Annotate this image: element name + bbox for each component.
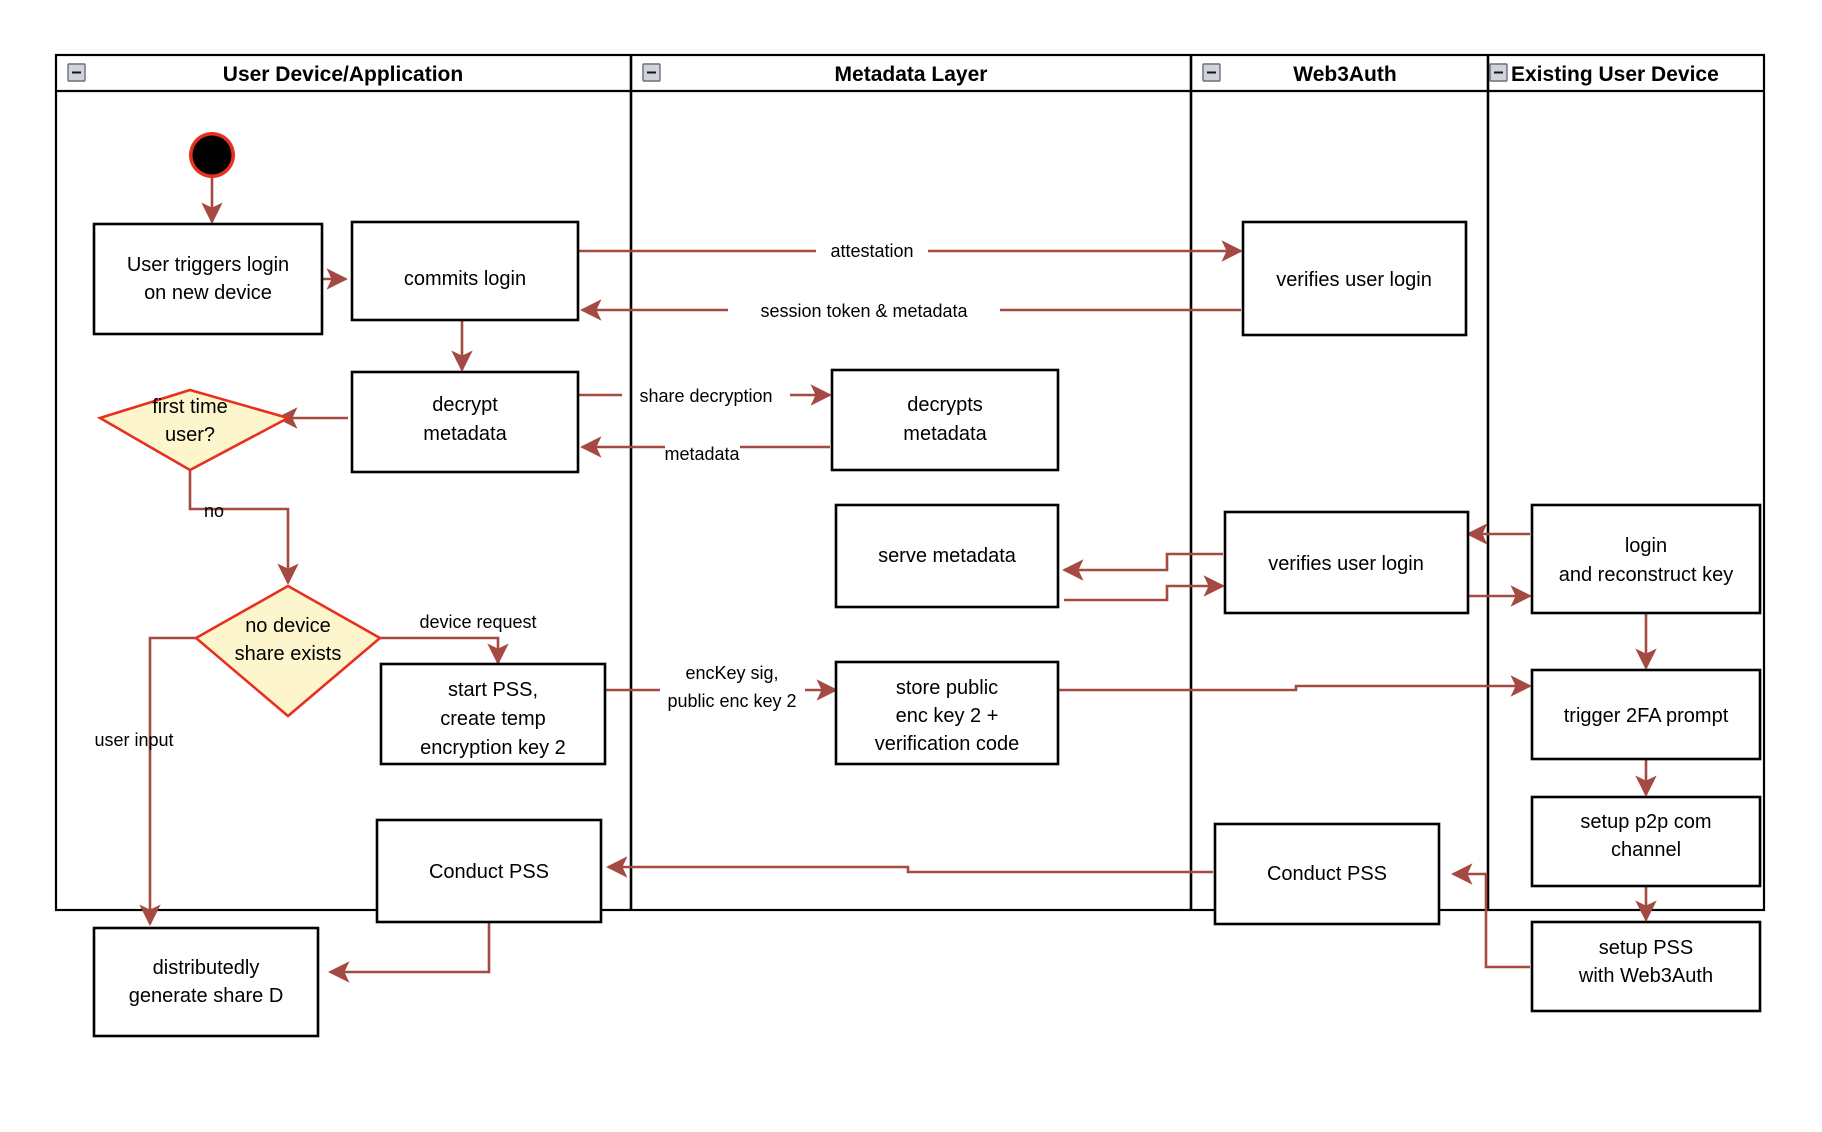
edge-user-input: [139, 636, 196, 926]
swimlane-frames: [54, 53, 1766, 912]
node-setup-p2p-line-2: channel: [1611, 839, 1681, 861]
edge-setup-pss-to-conduct-pss-web3auth: [1451, 863, 1530, 969]
edge-label-attestation: attestation: [830, 241, 913, 261]
node-commits-login-label: commits login: [404, 268, 526, 290]
node-verifies-user-login-1[interactable]: verifies user login: [1241, 220, 1468, 337]
node-decrypt-metadata-line-1: decrypt: [432, 394, 498, 416]
node-login-line-1: login: [1625, 535, 1667, 557]
node-login-and-reconstruct-key[interactable]: login and reconstruct key: [1530, 503, 1762, 615]
node-start-pss-line-1: start PSS,: [448, 679, 538, 701]
edge-conduct-pss-web3auth-to-user: [606, 856, 1213, 878]
node-login-line-2: and reconstruct key: [1559, 564, 1734, 586]
edge-store-key-to-trigger-2fa: [1058, 675, 1532, 697]
edge-label-no: no: [204, 501, 224, 521]
node-conduct-pss-web3auth-label: Conduct PSS: [1267, 863, 1387, 885]
node-verifies-user-login-2[interactable]: verifies user login: [1223, 510, 1470, 615]
lane-header-web3auth[interactable]: Web3Auth: [1202, 63, 1397, 86]
lane-label-metadata-layer: Metadata Layer: [835, 63, 988, 86]
node-setup-pss-line-2: with Web3Auth: [1578, 965, 1713, 987]
node-decrypts-metadata[interactable]: decrypts metadata: [830, 368, 1060, 472]
node-store-public-enc-key-line-1: store public: [896, 677, 998, 699]
lane-label-user-device: User Device/Application: [223, 63, 463, 86]
node-start-pss-create-temp-key[interactable]: start PSS, create temp encryption key 2: [379, 662, 607, 766]
node-user-triggers-login-line-2: on new device: [144, 282, 272, 304]
node-decrypts-metadata-line-2: metadata: [903, 423, 987, 445]
node-start-pss-line-2: create temp: [440, 708, 546, 730]
node-conduct-pss-user[interactable]: Conduct PSS: [375, 818, 603, 924]
node-distributedly-generate-share-d[interactable]: distributedly generate share D: [92, 926, 320, 1038]
collapse-minus-icon-lane-4[interactable]: [1489, 63, 1508, 82]
node-generate-share-d-line-1: distributedly: [153, 957, 260, 979]
node-verifies-user-login-2-label: verifies user login: [1268, 553, 1424, 575]
edge-label-user-input: user input: [94, 730, 173, 750]
node-start[interactable]: [189, 132, 235, 178]
collapse-minus-icon-lane-1[interactable]: [67, 63, 86, 82]
node-conduct-pss-user-label: Conduct PSS: [429, 861, 549, 883]
node-serve-metadata[interactable]: serve metadata: [834, 503, 1060, 609]
node-user-triggers-login-line-1: User triggers login: [127, 254, 289, 276]
collapse-minus-icon-lane-2[interactable]: [642, 63, 661, 82]
edge-labels: attestation session token & metadata sha…: [94, 241, 968, 750]
edge-conduct-pss-to-generate-share-d: [328, 922, 491, 983]
lane-label-web3auth: Web3Auth: [1293, 63, 1396, 86]
node-store-public-enc-key-line-3: verification code: [875, 733, 1020, 755]
lane-header-metadata-layer[interactable]: Metadata Layer: [642, 63, 988, 86]
node-decrypts-metadata-line-1: decrypts: [907, 394, 983, 416]
edge-label-enckey-sig-line-2: public enc key 2: [667, 691, 796, 711]
node-setup-pss-with-web3auth[interactable]: setup PSS with Web3Auth: [1530, 920, 1762, 1013]
edge-label-enckey-sig-line-1: encKey sig,: [685, 663, 778, 683]
edge-label-device-request: device request: [419, 612, 536, 632]
node-decrypt-metadata[interactable]: decrypt metadata: [350, 370, 580, 474]
node-trigger-2fa-prompt-label: trigger 2FA prompt: [1564, 705, 1729, 727]
node-no-device-share-exists[interactable]: no device share exists: [193, 584, 383, 718]
edge-device-request: [380, 636, 509, 665]
node-first-time-user-line-1: first time: [152, 396, 228, 418]
edge-verifies-2-to-serve-metadata: [1062, 552, 1223, 581]
node-trigger-2fa-prompt[interactable]: trigger 2FA prompt: [1530, 668, 1762, 761]
node-setup-p2p-line-1: setup p2p com: [1580, 811, 1711, 833]
node-setup-p2p-com-channel[interactable]: setup p2p com channel: [1530, 795, 1762, 888]
edge-serve-metadata-to-verifies-2: [1064, 575, 1225, 602]
edge-label-metadata: metadata: [664, 444, 740, 464]
node-setup-pss-line-1: setup PSS: [1599, 937, 1694, 959]
flow-connectors: [139, 170, 1657, 983]
lane-label-existing-user-device: Existing User Device: [1511, 63, 1719, 86]
node-first-time-user[interactable]: first time user?: [96, 388, 292, 472]
node-no-device-share-exists-line-2: share exists: [235, 643, 342, 665]
node-commits-login[interactable]: commits login: [350, 220, 580, 322]
node-no-device-share-exists-line-1: no device: [245, 615, 331, 637]
node-first-time-user-line-2: user?: [165, 424, 215, 446]
collapse-minus-icon-lane-3[interactable]: [1202, 63, 1221, 82]
node-conduct-pss-web3auth[interactable]: Conduct PSS: [1213, 822, 1441, 926]
lane-header-user-device[interactable]: User Device/Application: [67, 63, 463, 86]
node-store-public-enc-key[interactable]: store public enc key 2 + verification co…: [834, 660, 1060, 766]
node-decrypt-metadata-line-2: metadata: [423, 423, 507, 445]
lane-header-existing-user-device[interactable]: Existing User Device: [1489, 63, 1719, 86]
edge-first-time-user-no: [188, 470, 299, 585]
node-generate-share-d-line-2: generate share D: [129, 985, 284, 1007]
node-serve-metadata-label: serve metadata: [878, 545, 1017, 567]
edge-label-share-decryption: share decryption: [639, 386, 772, 406]
node-start-pss-line-3: encryption key 2: [420, 737, 566, 759]
lane-frame-outer: [54, 53, 1766, 912]
node-verifies-user-login-1-label: verifies user login: [1276, 269, 1432, 291]
node-user-triggers-login[interactable]: User triggers login on new device: [92, 222, 324, 336]
node-store-public-enc-key-line-2: enc key 2 +: [896, 705, 999, 727]
edge-label-session-token-metadata: session token & metadata: [760, 301, 968, 321]
